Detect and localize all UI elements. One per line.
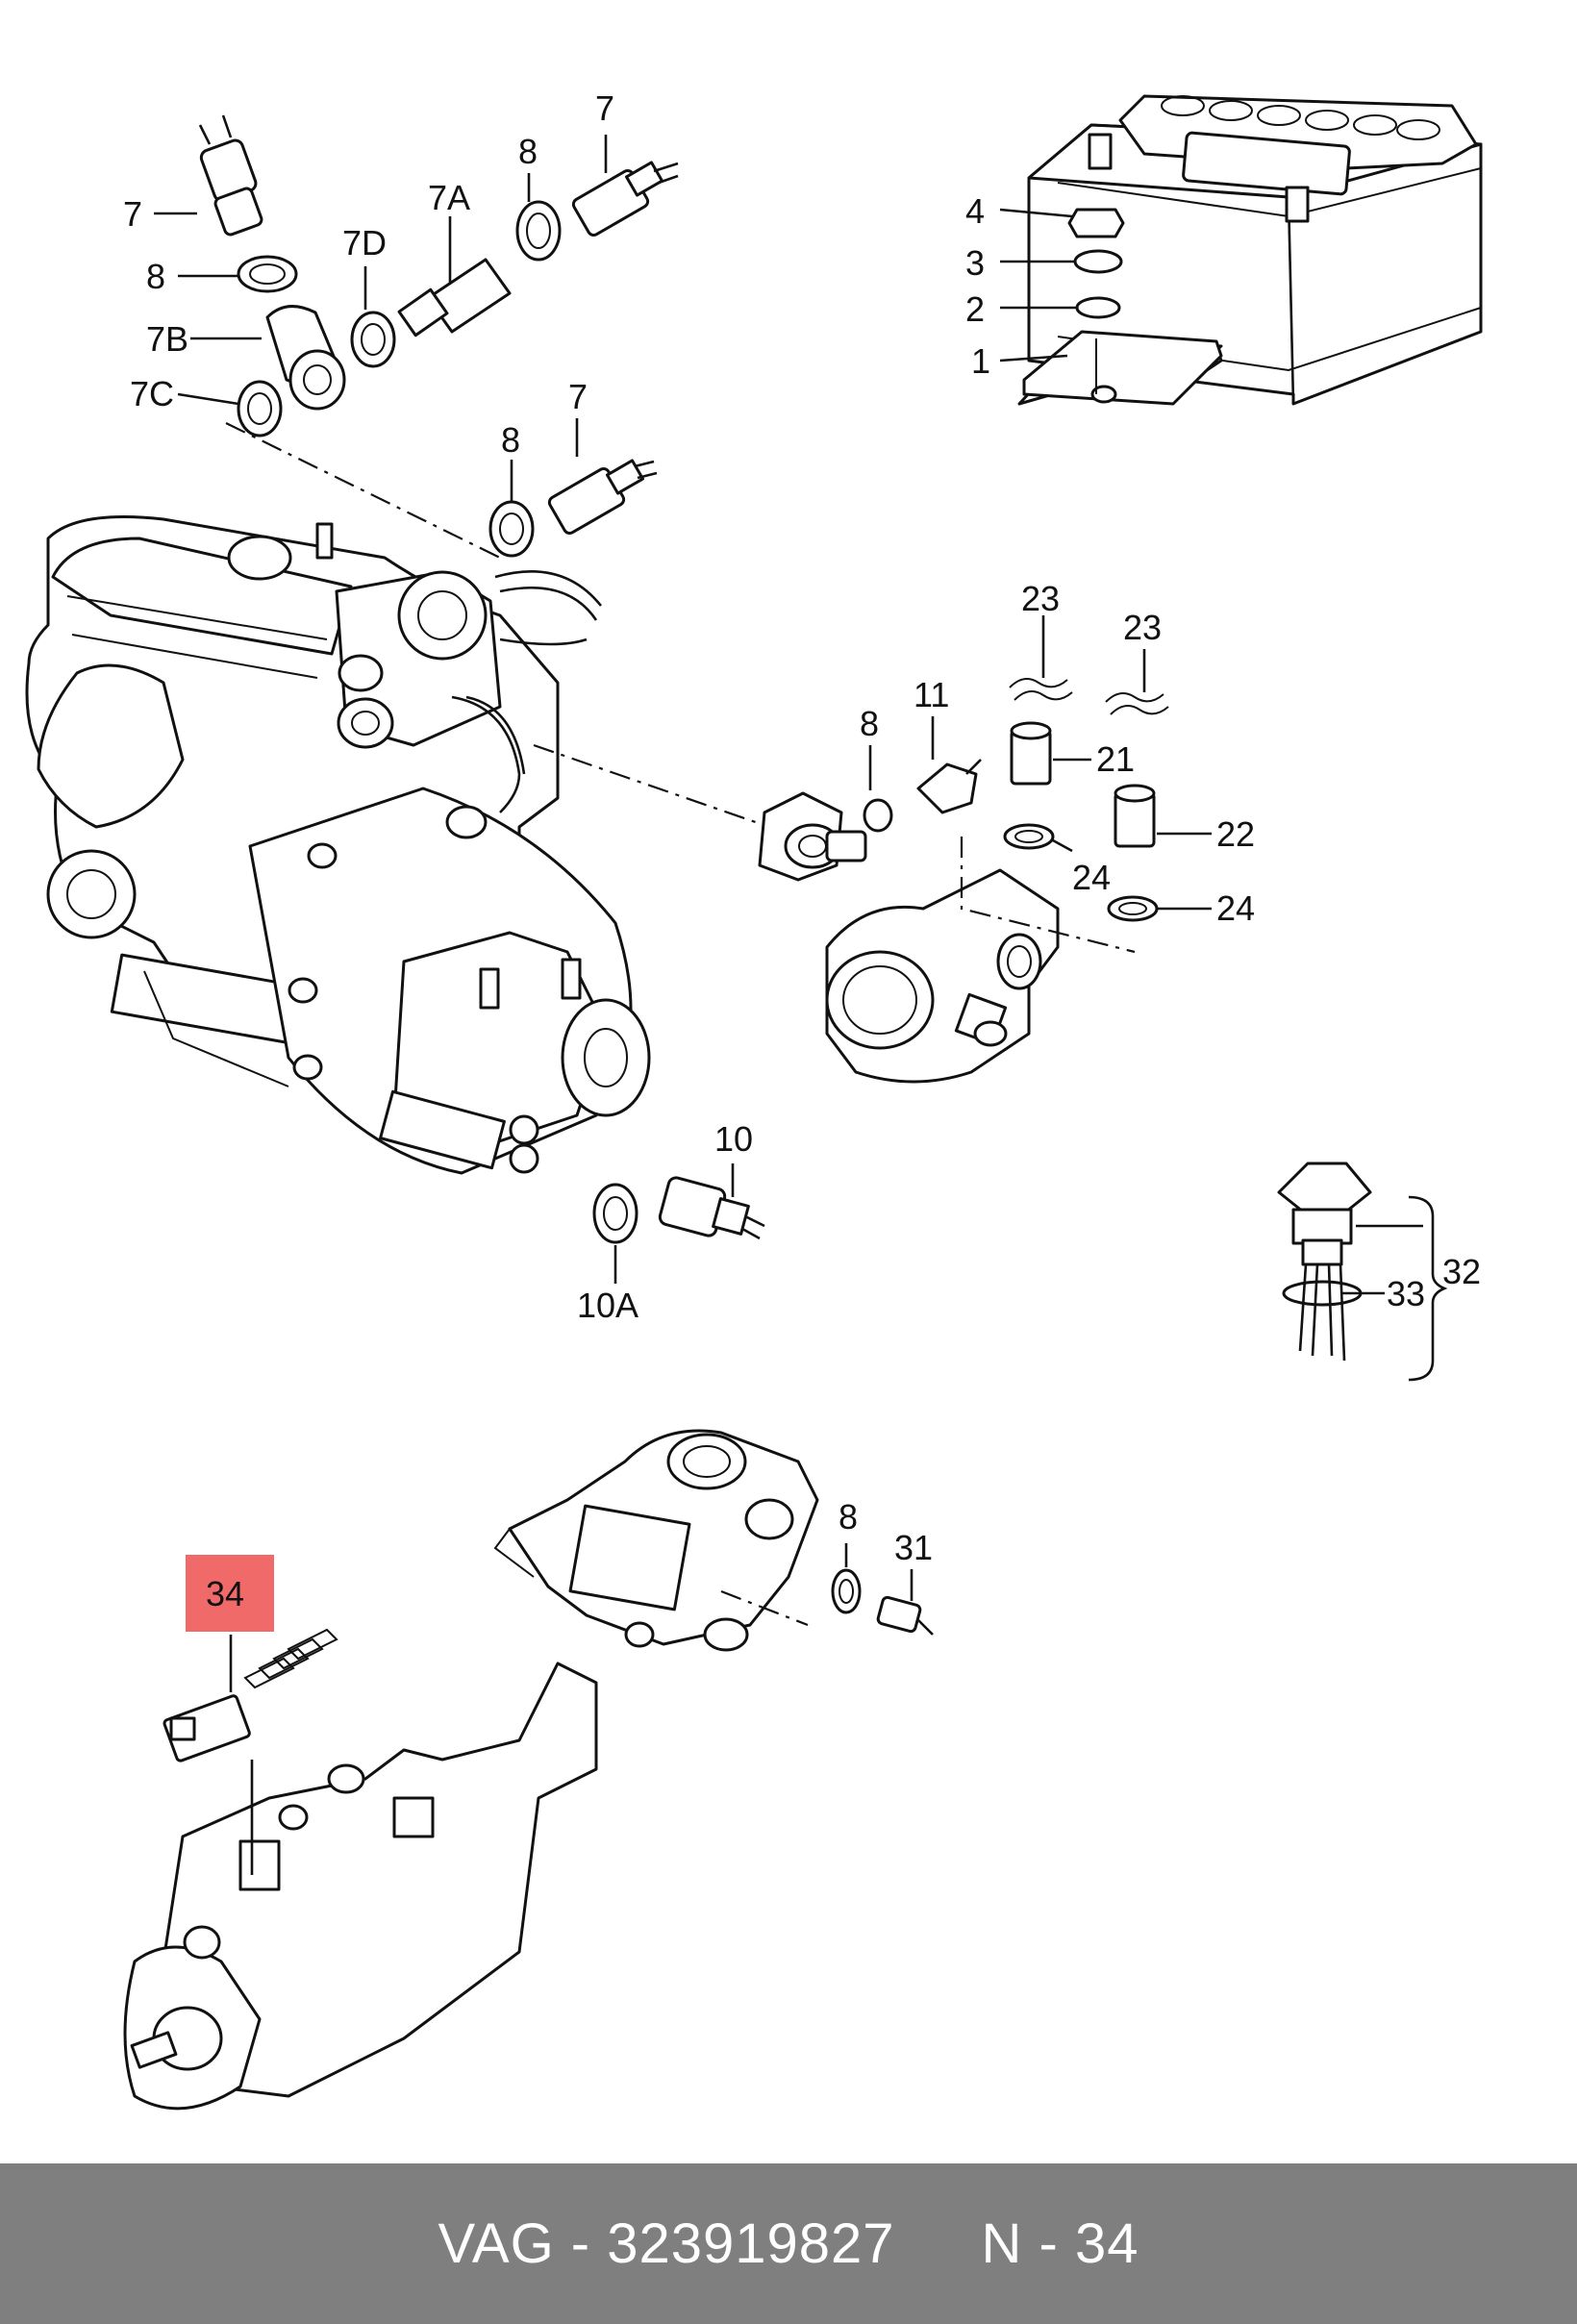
label-7-top-left: 7 <box>123 194 142 234</box>
engine-illustration <box>25 515 651 1175</box>
footer-brand: VAG - <box>438 2212 608 2275</box>
label-23-left: 23 <box>1021 579 1060 618</box>
label-34: 34 <box>206 1574 244 1613</box>
label-21: 21 <box>1096 739 1135 779</box>
label-7a: 7A <box>428 178 470 217</box>
label-11: 11 <box>914 675 949 714</box>
label-10a: 10A <box>577 1286 638 1325</box>
sender-leader-lines <box>154 135 608 559</box>
label-8-top: 8 <box>518 132 538 171</box>
label-7-top-right: 7 <box>595 88 614 128</box>
label-3: 3 <box>965 243 985 283</box>
carburettor-illustration <box>493 1429 934 1652</box>
label-24-left: 24 <box>1072 858 1111 897</box>
label-7-mid: 7 <box>568 377 588 416</box>
label-8-left: 8 <box>146 257 165 296</box>
injection-pump-illustration <box>123 1628 598 2111</box>
label-8-mid: 8 <box>501 420 520 460</box>
callout-labels: 4 3 2 1 7 8 7B 7C 7D 7A 8 7 8 7 23 23 11… <box>123 88 1481 1613</box>
label-22: 22 <box>1216 814 1255 854</box>
label-7b: 7B <box>146 319 188 359</box>
label-7d: 7D <box>342 223 387 262</box>
thermostat-leader-lines <box>868 615 1212 911</box>
thermostat-housing-illustration <box>533 678 1169 1084</box>
label-2: 2 <box>965 289 985 329</box>
label-31: 31 <box>894 1528 933 1567</box>
parts-diagram: 4 3 2 1 7 8 7B 7C 7D 7A 8 7 8 7 23 23 11… <box>25 88 1483 2111</box>
label-4: 4 <box>965 191 985 231</box>
sender-group-top-left <box>198 114 679 558</box>
footer-bar: VAG - 323919827 N - 34 <box>0 2163 1577 2324</box>
label-32: 32 <box>1442 1252 1481 1291</box>
label-10: 10 <box>714 1119 753 1159</box>
battery-illustration <box>1017 94 1483 406</box>
footer-part-number: 323919827 <box>607 2212 895 2275</box>
label-7c: 7C <box>130 374 174 413</box>
label-33: 33 <box>1387 1274 1425 1313</box>
label-1: 1 <box>971 341 990 381</box>
battery-leader-lines <box>999 208 1077 362</box>
label-23-right: 23 <box>1123 608 1162 647</box>
highlight-box-34 <box>186 1555 274 1632</box>
footer-caption: VAG - 323919827 N - 34 <box>438 2212 1139 2276</box>
label-24-right: 24 <box>1216 888 1255 928</box>
label-8-thermostat: 8 <box>860 704 879 743</box>
label-8-carburettor: 8 <box>839 1497 858 1537</box>
switch-10-illustration <box>592 1163 765 1284</box>
switch-32-illustration <box>1277 1162 1448 1382</box>
footer-reference: N - 34 <box>981 2212 1139 2275</box>
